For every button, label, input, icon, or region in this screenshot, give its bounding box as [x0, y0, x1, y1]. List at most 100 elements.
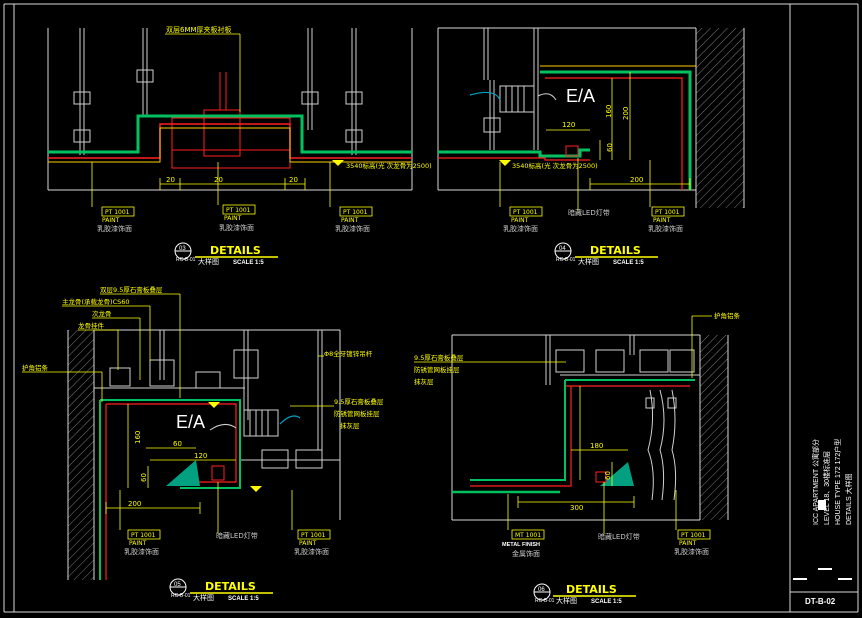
detail-title-06: 06 RC-B-01 DETAILS 大样图 SCALE 1:5 [533, 583, 636, 605]
svg-text:180: 180 [590, 442, 603, 450]
detail-06: 护角铝条 9.5厚石膏板叠层 防锈管网板挂层 抹灰层 180 60 300 MT… [414, 311, 741, 605]
light-box [171, 72, 291, 169]
detail-scale: SCALE 1:5 [233, 260, 264, 266]
svg-text:60: 60 [140, 473, 148, 482]
led-label: 暗藏LED灯带 [216, 531, 258, 540]
svg-text:乳胶漆饰面: 乳胶漆饰面 [648, 224, 683, 233]
finish-tag: PT 1001 PAINT 乳胶漆饰面 [291, 490, 331, 556]
detail-number: 03 [179, 246, 186, 252]
svg-text:MT 1001: MT 1001 [515, 532, 541, 539]
svg-text:120: 120 [194, 452, 207, 460]
dim-text: 20 [214, 176, 223, 184]
sheet-number: DT-B-02 [805, 597, 836, 606]
led-label: 暗藏LED灯带 [568, 208, 610, 217]
svg-text:9.5厚石膏板叠层: 9.5厚石膏板叠层 [334, 397, 384, 406]
ceiling-board [48, 114, 412, 163]
callout-labels: 双层9.5厚石膏板叠层 主龙骨(承载龙骨)CS60 次龙骨 龙骨挂件 护角铝条 … [22, 285, 384, 430]
finish-tag: PT 1001 PAINT 乳胶漆饰面 [217, 162, 256, 232]
wall-hatch [700, 335, 728, 520]
svg-text:PT 1001: PT 1001 [681, 532, 706, 539]
detail-number: 05 [174, 582, 181, 588]
detail-heading: DETAILS [590, 244, 641, 257]
svg-text:乳胶漆饰面: 乳胶漆饰面 [674, 547, 709, 556]
detail-number: 04 [559, 246, 566, 252]
svg-text:乳胶漆饰面: 乳胶漆饰面 [97, 224, 132, 233]
detail-ref: RC-B-01 [176, 257, 196, 263]
svg-text:防锈管网板挂层: 防锈管网板挂层 [334, 409, 380, 418]
svg-text:300: 300 [570, 504, 583, 512]
svg-text:乳胶漆饰面: 乳胶漆饰面 [503, 224, 538, 233]
svg-text:200: 200 [630, 176, 643, 184]
svg-text:200: 200 [128, 500, 141, 508]
svg-text:PAINT: PAINT [653, 217, 671, 224]
detail-subtitle: 大样图 [198, 257, 219, 266]
svg-text:PT 1001: PT 1001 [513, 209, 538, 216]
callout-label: 护角铝条 [714, 311, 741, 320]
svg-text:PAINT: PAINT [129, 540, 147, 547]
detail-04: E/A 160 200 120 60 200 3540标高(光 次龙骨为2500… [437, 27, 745, 266]
svg-text:60: 60 [173, 440, 182, 448]
detail-heading: DETAILS [210, 244, 261, 257]
detail-ref: RC-B-01 [171, 593, 191, 599]
detail-subtitle: 大样图 [556, 596, 577, 605]
detail-subtitle: 大样图 [578, 257, 599, 266]
svg-text:PAINT: PAINT [224, 215, 242, 222]
svg-text:主龙骨(承载龙骨)CS60: 主龙骨(承载龙骨)CS60 [62, 297, 130, 306]
dim-text: 20 [166, 176, 175, 184]
finish-tag: PT 1001 PAINT 乳胶漆饰面 [648, 160, 685, 233]
board-label: 双层6MM厚夹板衬板 [166, 25, 232, 34]
svg-text:PT 1001: PT 1001 [655, 209, 680, 216]
svg-text:PAINT: PAINT [679, 540, 697, 547]
sheet-title-block: ICC APARTMENT 公寓部分 LEVEL 18、30楼标准层 HOUSE… [790, 439, 858, 606]
detail-heading: DETAILS [205, 580, 256, 593]
svg-text:抹灰层: 抹灰层 [340, 421, 360, 430]
finish-tag: PT 1001 PAINT 乳胶漆饰面 [91, 162, 135, 233]
svg-text:PT 1001: PT 1001 [301, 532, 326, 539]
svg-text:PAINT: PAINT [299, 540, 317, 547]
svg-text:160: 160 [605, 105, 613, 118]
dim-text: 20 [289, 176, 298, 184]
detail-heading: DETAILS [566, 583, 617, 596]
svg-text:龙骨挂件: 龙骨挂件 [78, 321, 105, 330]
wall-hatch [68, 330, 94, 580]
led-label: 暗藏LED灯带 [598, 532, 640, 541]
detail-title-04: 04 RC-B-01 DETAILS 大样图 SCALE 1:5 [554, 242, 658, 266]
finish-tag: PT 1001 PAINT 乳胶漆饰面 [674, 490, 711, 556]
ea-label: E/A [176, 412, 205, 432]
detail-scale: SCALE 1:5 [613, 260, 644, 266]
svg-text:乳胶漆饰面: 乳胶漆饰面 [124, 547, 159, 556]
detail-subtitle: 大样图 [193, 593, 214, 602]
svg-text:60: 60 [604, 471, 612, 480]
drawing-title: DETAILS 大样图 [844, 473, 853, 525]
house-type: HOUSE TYPE 172 172户型 [833, 439, 842, 525]
svg-text:METAL FINISH: METAL FINISH [502, 542, 540, 548]
dimension-chain: 180 60 300 [517, 386, 635, 512]
callout-label: 抹灰层 [414, 377, 434, 386]
svg-text:PT 1001: PT 1001 [131, 532, 156, 539]
svg-text:PAINT: PAINT [511, 217, 529, 224]
detail-title-03: 03 RC-B-01 DETAILS 大样图 SCALE 1:5 [174, 242, 278, 266]
svg-text:乳胶漆饰面: 乳胶漆饰面 [294, 547, 329, 556]
svg-text:乳胶漆饰面: 乳胶漆饰面 [219, 223, 254, 232]
svg-text:200: 200 [622, 107, 630, 120]
svg-text:120: 120 [562, 121, 575, 129]
svg-text:Φ8全牙镀锌吊杆: Φ8全牙镀锌吊杆 [324, 349, 373, 358]
metal-tag: MT 1001 METAL FINISH 金属饰面 [502, 494, 545, 558]
ea-label: E/A [566, 86, 595, 106]
level-name: LEVEL 18、30楼标准层 [822, 451, 831, 525]
detail-scale: SCALE 1:5 [228, 596, 259, 602]
level-mark: 3540标高(光 次龙骨为2500) [512, 161, 598, 170]
svg-text:次龙骨: 次龙骨 [92, 309, 112, 318]
cove-profile [166, 460, 200, 486]
svg-text:双层9.5厚石膏板叠层: 双层9.5厚石膏板叠层 [100, 285, 163, 294]
dimension-chain: 20 20 20 [159, 176, 306, 190]
svg-text:PAINT: PAINT [341, 217, 359, 224]
svg-text:金属饰面: 金属饰面 [512, 549, 540, 558]
svg-text:PT 1001: PT 1001 [343, 209, 368, 216]
wall-hatch [696, 28, 744, 208]
svg-text:乳胶漆饰面: 乳胶漆饰面 [335, 224, 370, 233]
finish-tag: PT 1001 PAINT 乳胶漆饰面 [119, 490, 161, 556]
detail-ref: RC-B-01 [535, 598, 555, 604]
project-name: ICC APARTMENT 公寓部分 [811, 439, 820, 525]
